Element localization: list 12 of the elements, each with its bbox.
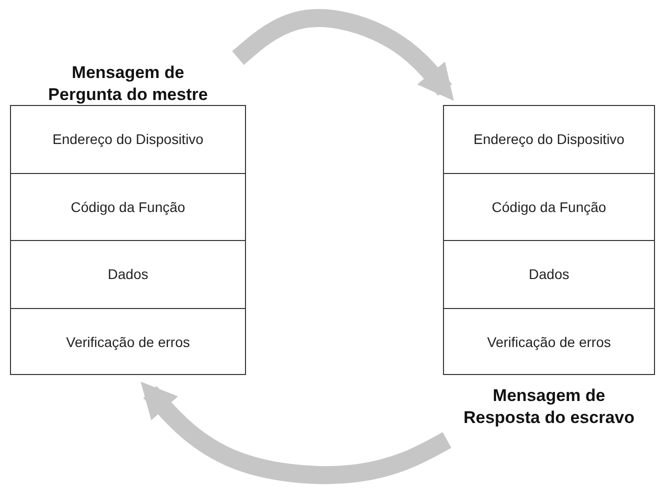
field-label: Verificação de erros [487,334,611,350]
field-label: Endereço do Dispositivo [474,131,624,148]
field-label: Verificação de erros [66,334,190,350]
curved-arrow [232,9,454,101]
message-heading: Mensagem de Pergunta do mestre [47,62,209,106]
field-label: Dados [108,266,148,282]
field-label: Dados [528,266,570,282]
message-heading: Mensagem de Resposta do escravo [462,385,636,429]
field-label: Código da Função [70,198,186,215]
field-label: Código da Função [492,198,606,215]
field-label: Endereço do Dispositivo [52,131,204,148]
curved-arrow [140,382,452,484]
